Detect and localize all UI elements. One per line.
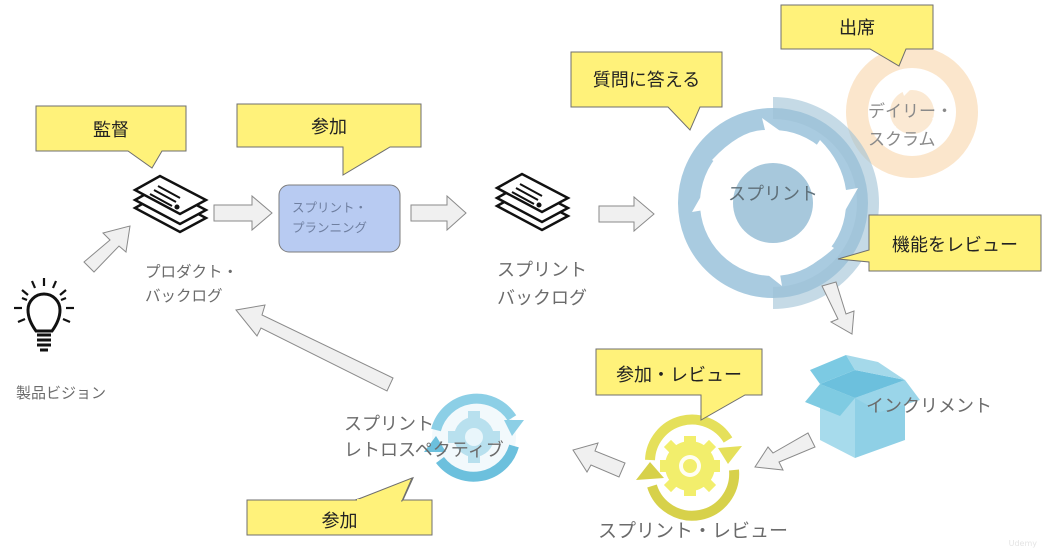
callout-bubbles — [35, 4, 1042, 536]
retro-gear-icon — [424, 393, 524, 482]
label-sprint-retrospective-line2: レトロスペクティブ — [344, 440, 504, 461]
product-backlog-doc-icon — [132, 174, 209, 234]
label-sprint-retrospective: スプリント レトロスペクティブ — [344, 412, 504, 464]
arrow-increment-to-review — [754, 432, 816, 471]
bubble-review-features — [837, 214, 1042, 272]
bubble-supervise — [35, 105, 187, 169]
open-box-icon — [805, 355, 920, 458]
sprint-cycle-icon — [678, 97, 879, 309]
arrow-retro-to-backlog — [235, 304, 394, 392]
label-daily-scrum-line2: スクラム — [868, 130, 936, 150]
arrow-planning-to-sprintbacklog — [410, 194, 467, 232]
label-sprint-planning-line2: プランニング — [292, 220, 368, 235]
arrow-backlog-to-planning — [213, 194, 273, 232]
label-sprint-backlog-line1: スプリント — [497, 260, 587, 281]
label-sprint-retrospective-line1: スプリント — [344, 414, 434, 435]
callout-supervise: 監督 — [93, 120, 129, 141]
daily-scrum-cycle-icon — [846, 46, 978, 178]
callout-join-review: 参加・レビュー — [616, 365, 742, 386]
label-product-vision: 製品ビジョン — [16, 384, 107, 402]
label-increment: インクリメント — [866, 396, 992, 417]
sprint-planning-box — [278, 184, 401, 253]
label-sprint-planning: スプリント・ プランニング — [292, 198, 367, 238]
bubble-join-review — [595, 348, 763, 421]
label-product-backlog-line1: プロダクト・ — [145, 263, 239, 281]
watermark: Udemy — [1008, 539, 1037, 548]
callout-join-planning: 参加 — [311, 117, 347, 138]
flow-arrows — [83, 194, 855, 478]
arrow-review-to-retro — [572, 442, 626, 478]
arrow-sprint-to-increment — [821, 281, 855, 335]
label-sprint-backlog: スプリント バックログ — [497, 257, 587, 313]
lightbulb-icon — [14, 278, 74, 352]
label-sprint-review: スプリント・レビュー — [598, 520, 789, 542]
callout-review-features: 機能をレビュー — [892, 235, 1018, 256]
arrow-vision-to-backlog — [83, 225, 131, 273]
label-product-backlog: プロダクト・ バックログ — [145, 260, 238, 308]
callout-attend: 出席 — [839, 18, 875, 39]
label-product-backlog-line2: バックログ — [145, 287, 223, 305]
label-daily-scrum-line1: デイリー・ — [868, 102, 953, 122]
callout-join-retro: 参加 — [321, 511, 358, 532]
bubble-attend — [780, 4, 934, 67]
review-gear-icon — [636, 414, 742, 521]
label-sprint-planning-line1: スプリント・ — [292, 200, 368, 215]
label-daily-scrum: デイリー・ スクラム — [868, 98, 953, 154]
label-sprint-backlog-line2: バックログ — [497, 288, 587, 309]
label-sprint: スプリント — [728, 184, 818, 205]
bubble-answer-questions — [570, 51, 723, 131]
arrow-sprintbacklog-to-sprint — [598, 195, 655, 233]
bubble-join-planning — [236, 103, 422, 176]
callout-answer-questions: 質問に答える — [592, 70, 701, 91]
sprint-backlog-doc-icon — [494, 172, 571, 232]
